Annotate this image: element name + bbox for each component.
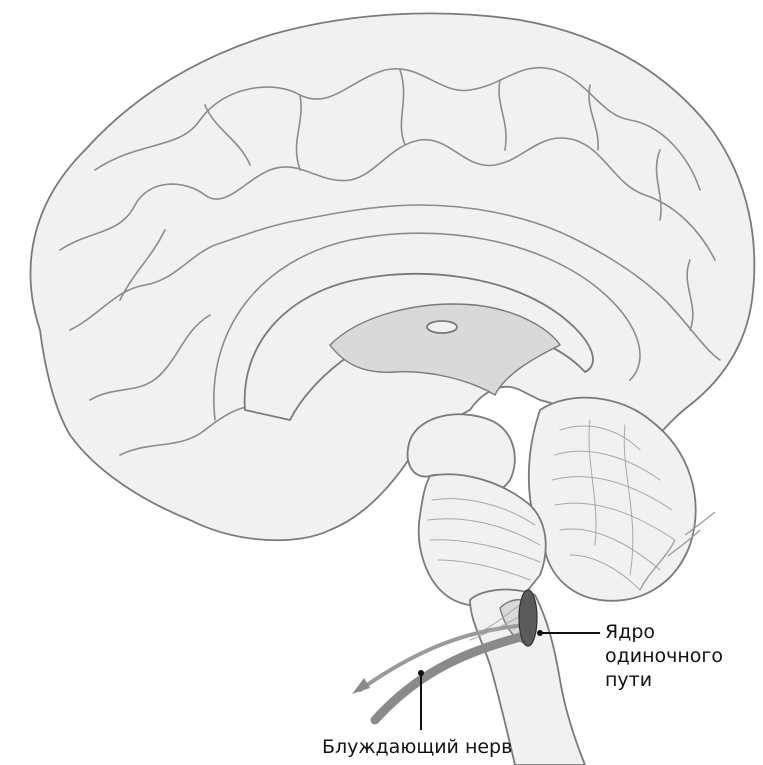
artist-signature <box>639 511 716 591</box>
vagus-pointer-dot <box>418 670 424 676</box>
nucleus-solitary-tract-label: Ядро одиночного пути <box>605 620 723 692</box>
nucleus-label-line-2: одиночного <box>605 645 724 667</box>
nucleus-solitary-tract <box>518 589 538 647</box>
nucleus-pointer-dot <box>537 630 543 636</box>
nucleus-label-line-1: Ядро <box>605 621 656 643</box>
cerebral-gyri <box>59 66 721 456</box>
vagus-nerve-label: Блуждающий нерв <box>322 736 513 758</box>
cerebellum <box>527 396 697 602</box>
nucleus-label-line-3: пути <box>605 669 653 691</box>
corpus-callosum <box>213 232 641 421</box>
vagus-nerve <box>352 604 533 725</box>
